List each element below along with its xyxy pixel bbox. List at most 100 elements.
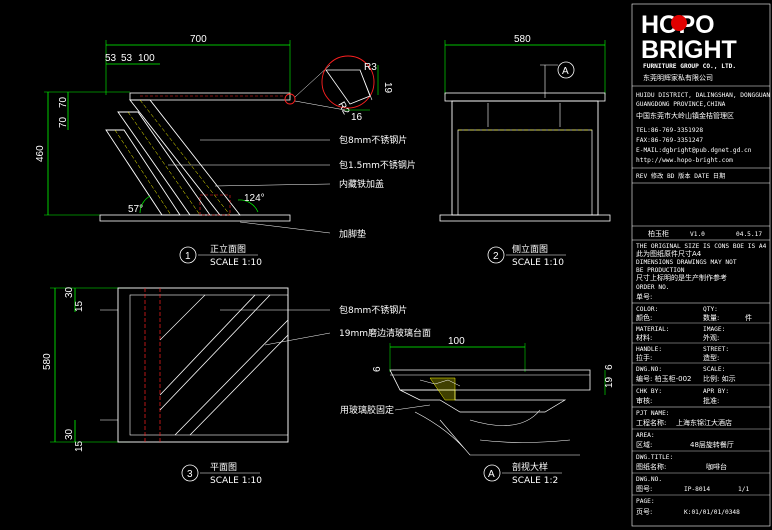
- callout-front-4: 加脚垫: [339, 228, 366, 240]
- rev-ver: V1.0: [690, 231, 705, 238]
- page-val: K:01/01/01/0348: [684, 509, 740, 516]
- svg-text:QTY:: QTY:: [703, 306, 718, 313]
- detail-dim-t6: 6: [604, 364, 615, 370]
- company-logo: HOPO BRIGHT: [641, 11, 737, 64]
- plan-dim-15a: 15: [74, 300, 85, 312]
- angle-57: 57°: [128, 204, 143, 215]
- plan-view-num: 3: [187, 469, 193, 480]
- callout-front-2: 包1.5mm不锈钢片: [339, 159, 416, 171]
- detail-width-dim: 100: [448, 336, 465, 347]
- area-en: AREA:: [636, 432, 655, 439]
- svg-text:HANDLE:: HANDLE:: [636, 346, 662, 353]
- front-dim-70a: 70: [58, 96, 69, 108]
- plan-view: 580 30 15 30 15 包8mm不锈钢片 19mm磨边清玻璃台面 3 平…: [42, 286, 431, 486]
- svg-text:MATERIAL:: MATERIAL:: [636, 326, 670, 333]
- contact-fax: FAX:86-769-3351247: [636, 137, 703, 144]
- field-check: CHK BY: 审核: APR BY: 批准:: [636, 388, 729, 405]
- svg-text:颜色:: 颜色:: [636, 313, 652, 322]
- no-en: DWG.NO.: [636, 476, 662, 483]
- company-en: FURNITURE GROUP CO., LTD.: [643, 63, 736, 70]
- detail-view-title: 剖视大样: [512, 461, 548, 473]
- no-cn: 图号:: [636, 485, 652, 493]
- field-color: COLOR: 颜色: QTY: 数量: 件: [636, 306, 752, 322]
- side-detail-ref: A: [562, 66, 569, 77]
- proj-en: PJT NAME:: [636, 410, 670, 417]
- svg-text:COLOR:: COLOR:: [636, 306, 658, 313]
- address-2: GUANGDONG PROVINCE,CHINA: [636, 101, 726, 108]
- svg-text:造型:: 造型:: [703, 353, 719, 362]
- rev-header: REV 修改 BD 版本 DATE 日期: [636, 172, 725, 180]
- svg-text:比例: 如示: 比例: 如示: [703, 374, 736, 383]
- front-elevation-view: 700 53 53 100 460 70 70 57° 124°: [35, 34, 416, 268]
- note-2: 此为图纸原件尺寸A4: [636, 249, 702, 258]
- logo-bottom: BRIGHT: [641, 36, 737, 64]
- detail-r3: R3: [364, 62, 377, 73]
- address-1: HUIDU DISTRICT, DALINGSHAN, DONGGUAN: [636, 92, 770, 99]
- svg-text:材料:: 材料:: [636, 333, 652, 342]
- front-height-dim: 460: [35, 145, 46, 162]
- detail-view-scale: SCALE 1:2: [512, 476, 558, 486]
- no-sheet: 1/1: [738, 486, 749, 493]
- front-view-num: 1: [185, 251, 191, 262]
- front-dim-100: 100: [138, 53, 155, 64]
- angle-124: 124°: [244, 193, 265, 204]
- svg-text:CHK BY:: CHK BY:: [636, 388, 662, 395]
- svg-text:APR BY:: APR BY:: [703, 388, 729, 395]
- proj-cn: 工程名称:: [636, 418, 666, 427]
- callout-detail: 用玻璃胶固定: [340, 404, 394, 416]
- svg-text:批准:: 批准:: [703, 396, 719, 405]
- field-dwg-no: DWG.NO: 编号: 柏玉柜-002 SCALE: 比例: 如示: [636, 366, 736, 383]
- side-view-title: 侧立面图: [512, 243, 548, 255]
- note-4: BE PRODUCTION: [636, 267, 685, 274]
- address-3: 中国东莞市大岭山镇金桔管理区: [636, 111, 734, 120]
- note-6: ORDER NO.: [636, 284, 670, 291]
- page-en: PAGE:: [636, 498, 655, 505]
- field-material: MATERIAL: 材料: IMAGE: 外观:: [636, 326, 725, 342]
- dwg-val: 咖啡台: [706, 462, 727, 471]
- area-cn: 区域:: [636, 440, 652, 449]
- svg-text:件: 件: [745, 313, 752, 322]
- plan-dim-30a: 30: [64, 286, 75, 298]
- note-1: THE ORIGINAL SIZE IS CONS BOE IS A4: [636, 243, 767, 250]
- plan-height-dim: 580: [42, 353, 53, 370]
- front-dim-53a: 53: [105, 53, 117, 64]
- svg-text:外观:: 外观:: [703, 333, 719, 342]
- detail-a-view: 100 6 19 6 用玻璃胶固定 A 剖视大样 SCALE 1:2: [340, 336, 615, 486]
- plan-dim-15b: 15: [74, 440, 85, 452]
- title-block: HOPO BRIGHT FURNITURE GROUP CO., LTD. 东莞…: [631, 3, 770, 527]
- contact-email: E-MAIL:dgbright@pub.dgnet.gd.cn: [636, 147, 752, 154]
- contact-web: http://www.hopo-bright.com: [636, 157, 733, 164]
- area-val: 48层旋转餐厅: [690, 440, 734, 449]
- svg-text:DWG.NO:: DWG.NO:: [636, 366, 662, 373]
- plan-view-title: 平面图: [210, 462, 237, 473]
- proj-val: 上海东锦江大酒店: [676, 418, 732, 427]
- front-dim-70b: 70: [58, 116, 69, 128]
- plan-dim-30b: 30: [64, 428, 75, 440]
- side-view-scale: SCALE 1:10: [512, 258, 564, 268]
- side-width-dim: 580: [514, 34, 531, 45]
- svg-text:编号: 柏玉柜-002: 编号: 柏玉柜-002: [636, 374, 691, 383]
- dwg-cn: 图纸名称:: [636, 462, 666, 471]
- detail-19: 19: [382, 82, 393, 94]
- contact-tel: TEL:86-769-3351928: [636, 127, 703, 134]
- detail-dim-19: 19: [604, 376, 615, 388]
- svg-text:SCALE:: SCALE:: [703, 366, 725, 373]
- svg-text:IMAGE:: IMAGE:: [703, 326, 725, 333]
- callout-front-3: 内藏铁加盖: [339, 178, 384, 190]
- detail-view-num: A: [488, 469, 495, 480]
- no-val: IP-8014: [684, 486, 710, 493]
- front-dim-53b: 53: [121, 53, 133, 64]
- detail-16: 16: [351, 112, 363, 123]
- rev-date: 04.5.17: [736, 231, 762, 238]
- front-view-title: 正立面图: [210, 243, 246, 255]
- rev-name: 柏玉柜: [648, 229, 669, 238]
- svg-text:拉手:: 拉手:: [636, 353, 652, 362]
- svg-text:STREET:: STREET:: [703, 346, 729, 353]
- svg-text:审核:: 审核:: [636, 396, 652, 405]
- page-cn: 页号:: [636, 508, 652, 516]
- side-elevation-view: 580 A 2 侧立面图 SCALE 1:10: [439, 34, 611, 268]
- callout-plan-1: 包8mm不锈钢片: [339, 304, 407, 316]
- note-7: 单号:: [636, 292, 652, 301]
- note-5: 尺寸上标明的是生产制作参考: [636, 273, 727, 282]
